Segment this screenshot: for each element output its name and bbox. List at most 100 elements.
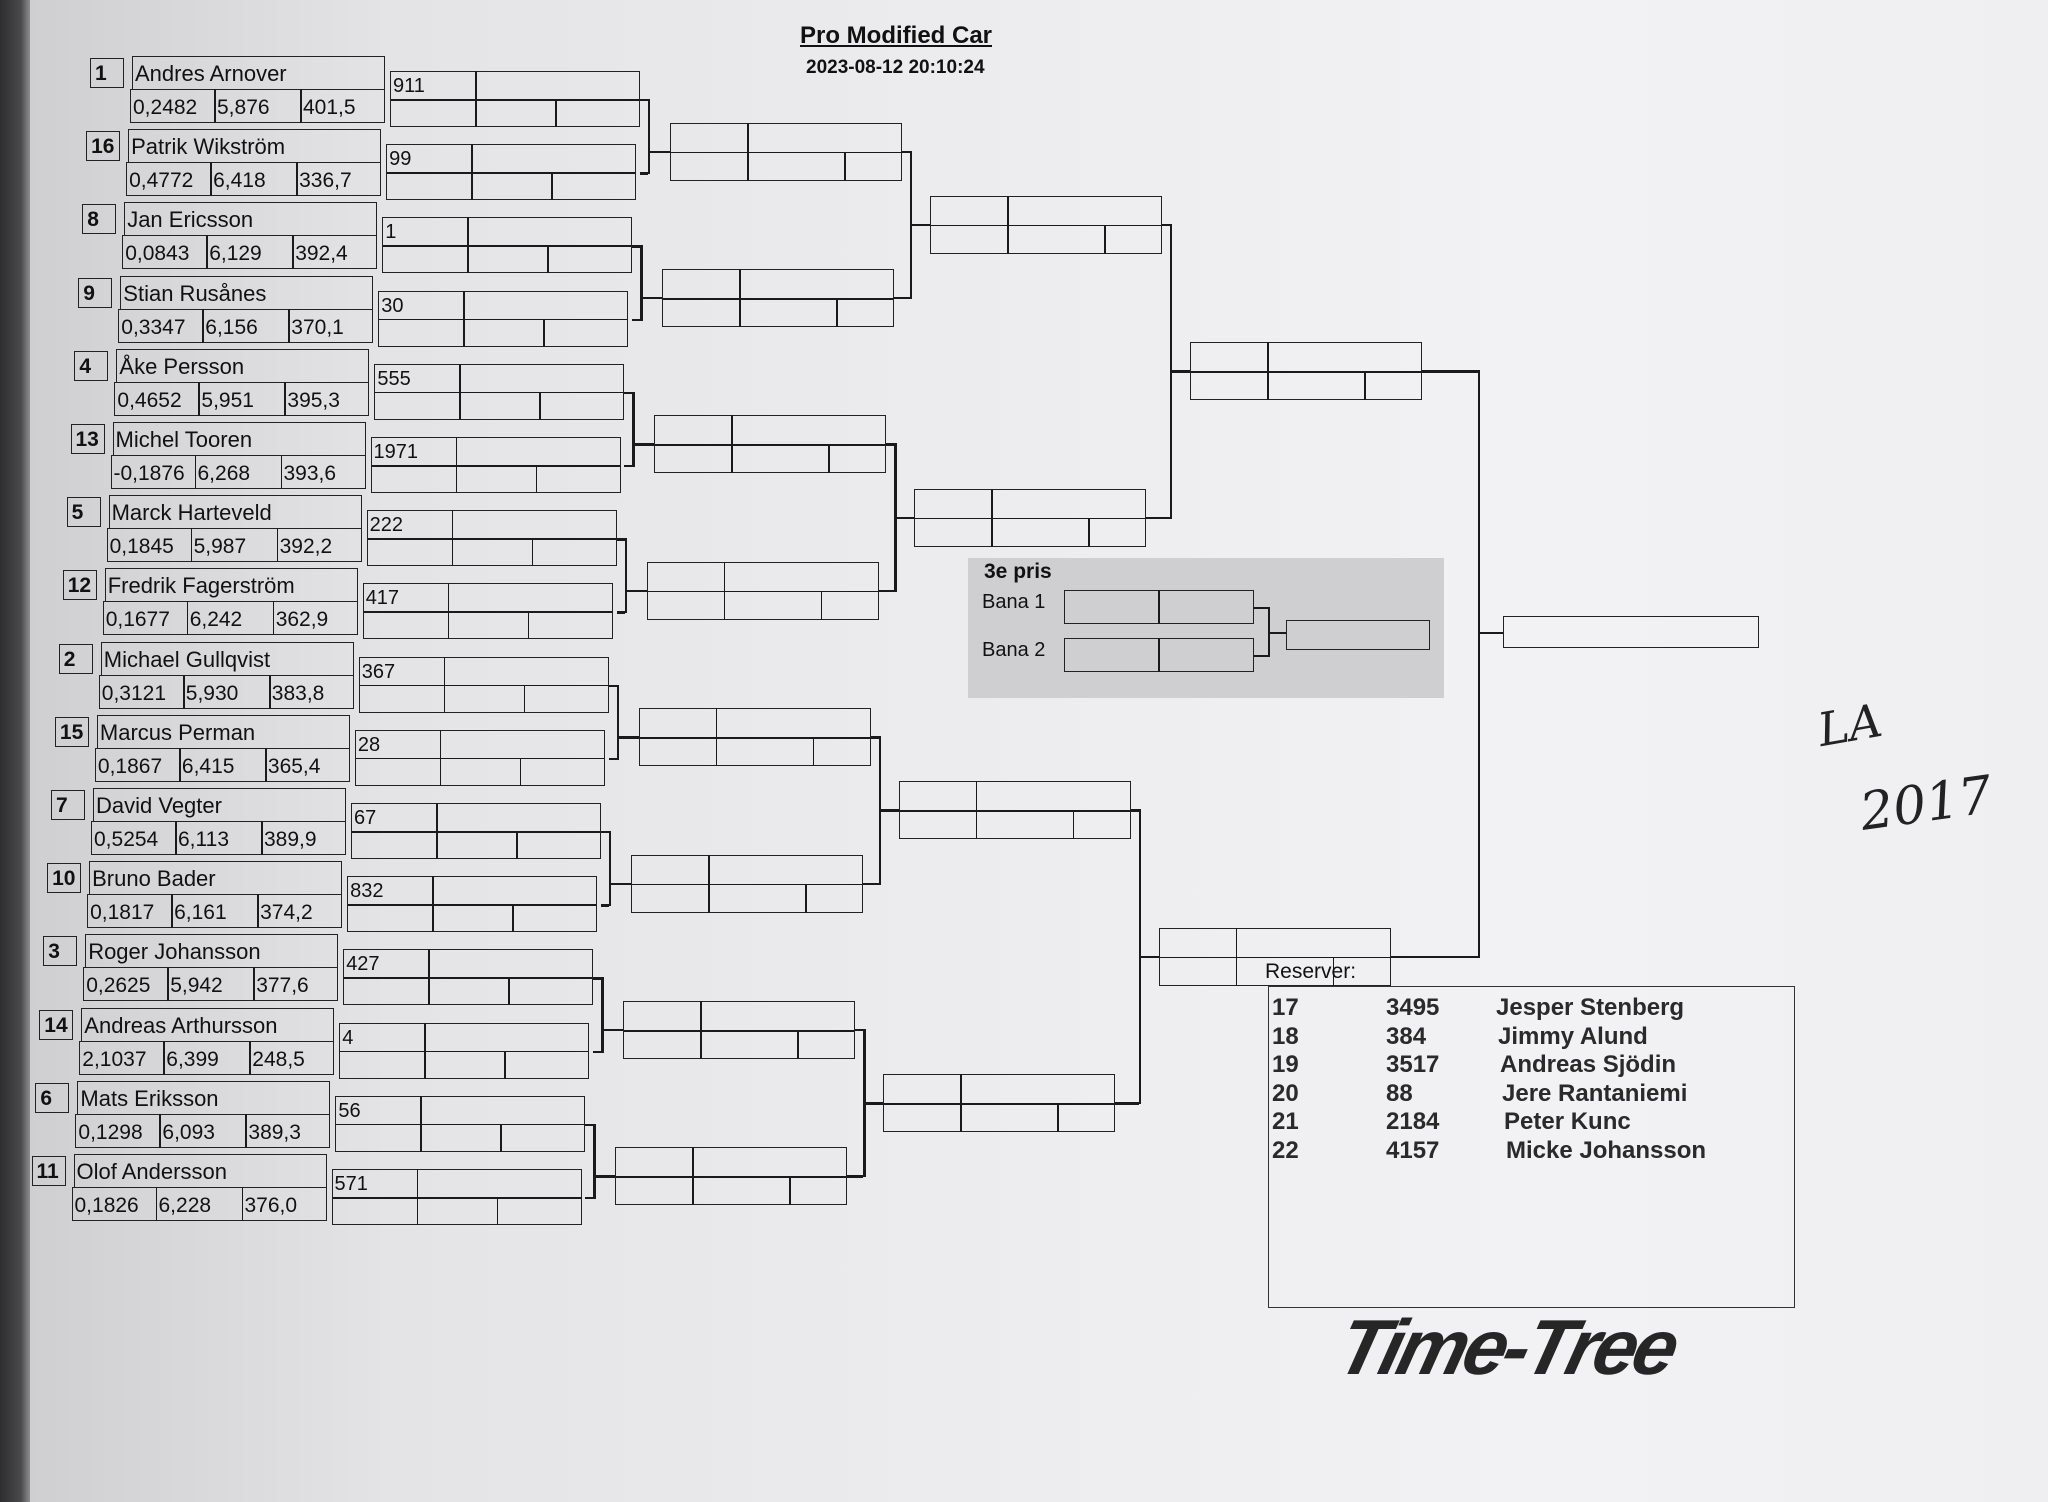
driver-name: Stian Rusånes <box>123 280 267 306</box>
connector <box>608 757 617 761</box>
connector <box>1390 955 1478 959</box>
stats-box <box>114 381 370 416</box>
driver-name: Roger Johansson <box>88 939 261 965</box>
stats-divider <box>167 967 169 1002</box>
result-divider-v <box>836 298 838 327</box>
stats-divider <box>186 601 189 636</box>
driver-name: Bruno Bader <box>92 866 216 892</box>
car-box <box>378 290 629 347</box>
reaction-time: 0,3121 <box>101 681 167 705</box>
car-box <box>358 656 609 713</box>
result-box <box>631 854 863 913</box>
stats-divider <box>198 381 201 416</box>
car-box <box>390 71 640 127</box>
connector <box>593 1175 616 1178</box>
connector <box>632 391 635 467</box>
reaction-time: 2,1037 <box>82 1047 147 1071</box>
result-divider-v <box>739 269 741 327</box>
stats-divider <box>264 747 267 782</box>
connector <box>640 297 663 300</box>
reserve-car: 2184 <box>1386 1108 1440 1135</box>
stats-divider <box>284 381 287 416</box>
car-divider-h <box>340 1050 589 1053</box>
result-box <box>654 415 887 474</box>
result-box <box>662 269 895 327</box>
car-divider-h <box>355 757 604 760</box>
connector <box>1115 1102 1139 1105</box>
car-box <box>362 583 613 640</box>
seed-box <box>62 570 97 601</box>
result-divider-v <box>789 1176 791 1206</box>
connector <box>593 977 602 980</box>
connector <box>640 245 643 321</box>
lane-2-label: Bana 2 <box>982 639 1046 661</box>
result-box <box>1190 342 1422 401</box>
connector <box>624 589 647 593</box>
car-number: 56 <box>338 1099 361 1122</box>
driver-name: Jan Ericsson <box>127 207 254 233</box>
reserve-name: Jimmy Alund <box>1498 1022 1648 1050</box>
car-divider-h <box>359 684 608 687</box>
car-box <box>335 1095 586 1152</box>
reserve-car: 88 <box>1386 1079 1413 1107</box>
car-divider-v <box>467 217 469 274</box>
connector <box>616 736 639 739</box>
third-lane-divider <box>1158 590 1160 624</box>
car-divider-h <box>367 538 616 540</box>
third-place-panel <box>968 558 1444 698</box>
seed-box <box>47 863 82 894</box>
result-box <box>883 1074 1116 1133</box>
connector <box>878 809 899 812</box>
driver-name: Mats Eriksson <box>80 1085 219 1111</box>
connector <box>601 1029 624 1032</box>
reserve-car: 384 <box>1386 1022 1427 1050</box>
seed-number: 12 <box>67 574 92 598</box>
car-divider-v <box>527 611 530 640</box>
car-divider-h <box>387 172 636 174</box>
top-speed: 389,9 <box>264 828 317 851</box>
elapsed-time: 6,156 <box>205 315 258 339</box>
stats-divider <box>257 894 259 929</box>
stats-divider <box>268 674 271 709</box>
car-number: 417 <box>365 587 400 610</box>
timestamp: 2023-08-12 20:10:24 <box>806 57 985 78</box>
car-divider-h <box>383 245 632 247</box>
stats-divider <box>214 89 216 123</box>
car-divider-h <box>375 391 624 394</box>
stats-box <box>102 601 358 636</box>
stats-divider <box>194 455 197 489</box>
seed-number: 3 <box>48 940 60 964</box>
connector <box>902 150 910 153</box>
result-divider-v <box>1332 956 1335 986</box>
elapsed-time: 6,113 <box>178 828 229 851</box>
connector <box>640 172 648 175</box>
reaction-time: 0,1677 <box>105 608 170 632</box>
seed-number: 5 <box>71 501 84 525</box>
car-divider-h <box>363 611 612 613</box>
result-divider-v <box>715 708 718 767</box>
car-box <box>354 729 605 786</box>
stats-box <box>71 1187 327 1221</box>
result-divider-v <box>747 122 749 181</box>
stats-divider <box>253 967 255 1002</box>
car-box <box>347 876 598 933</box>
car-number: 67 <box>354 807 377 829</box>
result-box <box>615 1147 848 1206</box>
connector <box>601 831 609 834</box>
connector <box>593 1050 602 1053</box>
car-divider-v <box>555 99 557 127</box>
reaction-time: 0,1298 <box>78 1120 143 1144</box>
stats-divider <box>190 528 193 563</box>
connector <box>624 391 633 395</box>
seed-box <box>82 204 117 235</box>
reserve-position: 17 <box>1272 994 1299 1021</box>
reserves-label: Reserver: <box>1265 960 1357 983</box>
stats-box <box>87 894 343 929</box>
result-divider-v <box>820 590 823 620</box>
result-divider-h <box>899 810 1130 812</box>
car-divider-v <box>432 876 434 933</box>
stats-divider <box>280 455 283 489</box>
connector <box>855 1029 864 1032</box>
result-divider-v <box>700 1001 702 1059</box>
connector <box>1268 632 1286 635</box>
